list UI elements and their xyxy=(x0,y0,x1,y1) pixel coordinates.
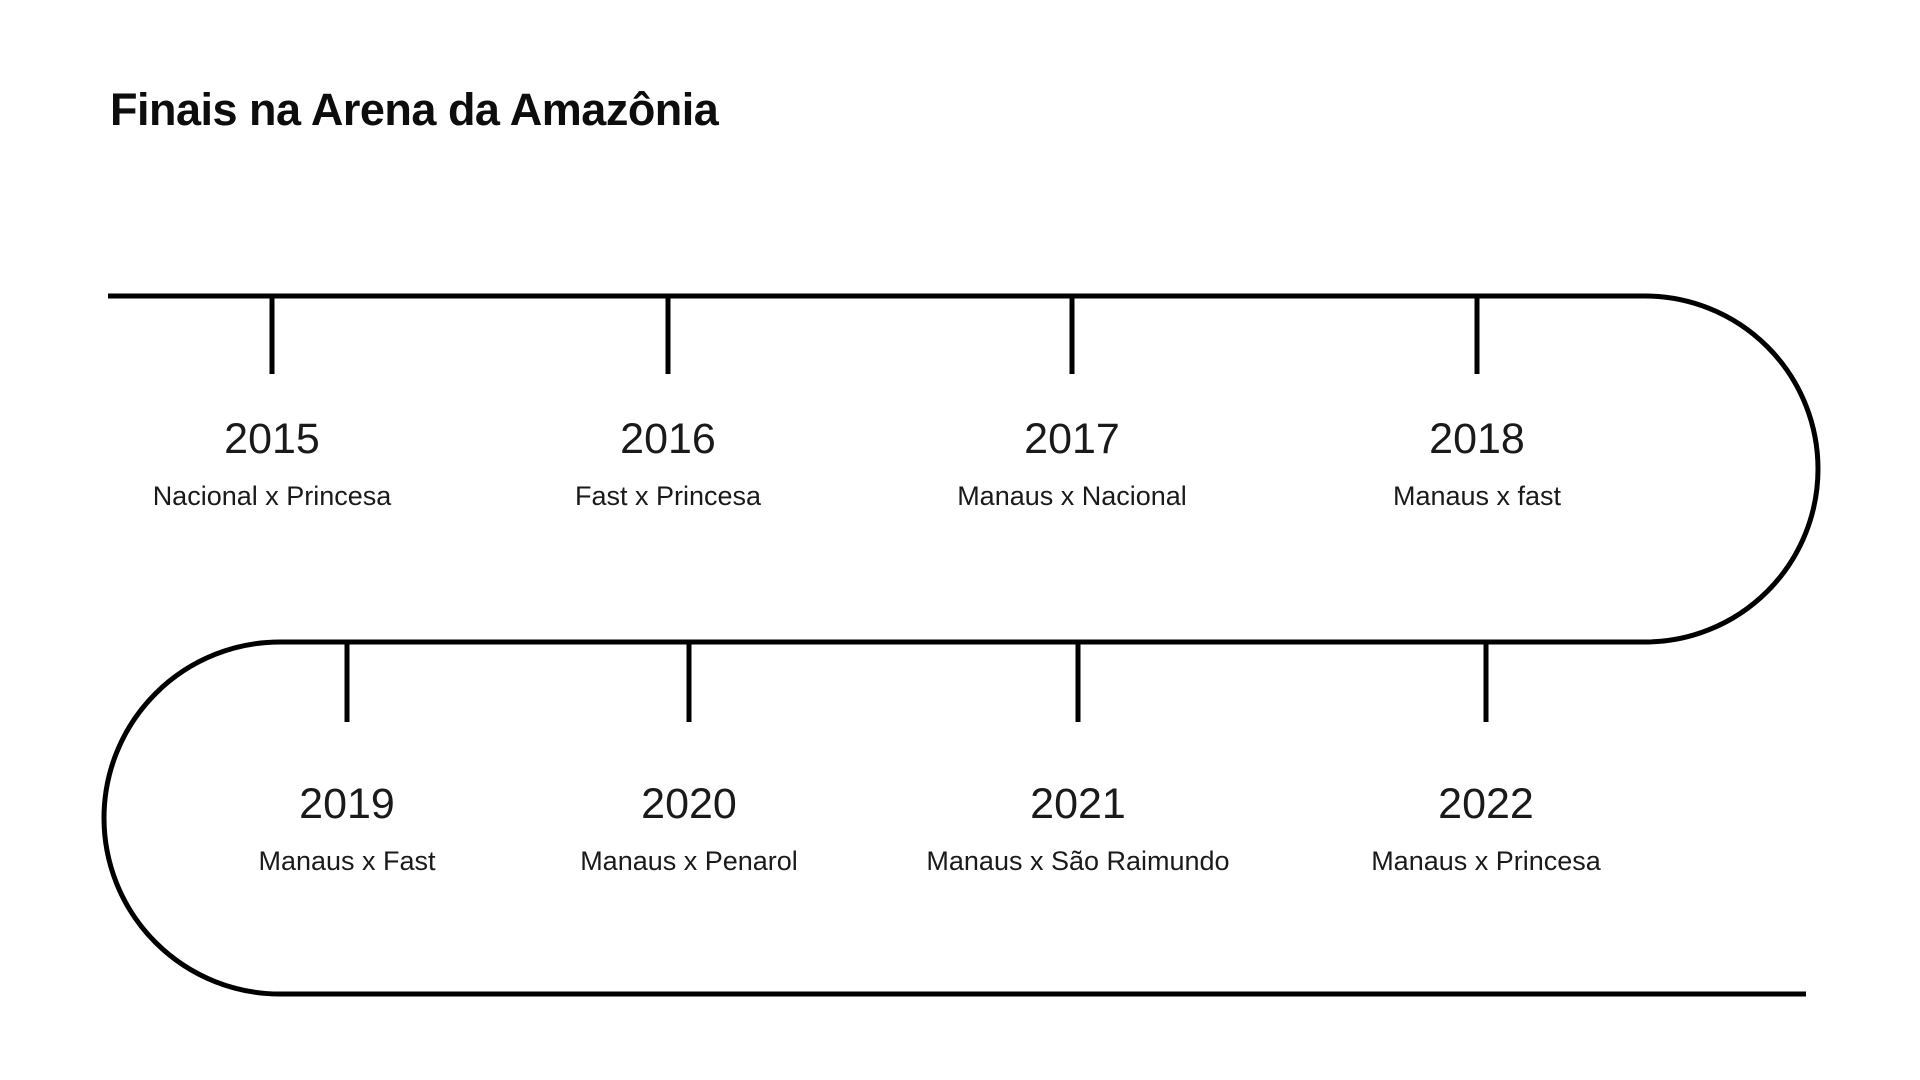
entry-match: Manaus x São Raimundo xyxy=(926,846,1230,876)
entry-match: Fast x Princesa xyxy=(574,481,762,511)
entry-year: 2017 xyxy=(1024,415,1120,463)
entry-match: Manaus x fast xyxy=(1392,481,1562,511)
entry-year: 2022 xyxy=(1438,780,1534,828)
entry-match: Manaus x Princesa xyxy=(1371,846,1601,876)
entry-year: 2020 xyxy=(641,780,737,828)
timeline-entry-2022: 2022 Manaus x Princesa xyxy=(1266,783,1706,875)
entry-match: Manaus x Fast xyxy=(258,846,436,876)
entry-year: 2019 xyxy=(299,780,395,828)
entry-year: 2016 xyxy=(620,415,716,463)
entry-year: 2018 xyxy=(1429,415,1525,463)
entry-match: Nacional x Princesa xyxy=(152,481,392,511)
timeline-entry-2016: 2016 Fast x Princesa xyxy=(448,418,888,510)
entry-match: Manaus x Nacional xyxy=(957,481,1187,511)
entry-year: 2021 xyxy=(1030,780,1126,828)
timeline-entry-2019: 2019 Manaus x Fast xyxy=(127,783,567,875)
timeline-entry-2018: 2018 Manaus x fast xyxy=(1257,418,1697,510)
timeline-path xyxy=(101,293,1821,997)
timeline-entry-2020: 2020 Manaus x Penarol xyxy=(469,783,909,875)
entry-year: 2015 xyxy=(224,415,320,463)
timeline-entry-2017: 2017 Manaus x Nacional xyxy=(852,418,1292,510)
entry-match: Manaus x Penarol xyxy=(580,846,798,876)
page-title: Finais na Arena da Amazônia xyxy=(110,84,719,135)
timeline-entry-2015: 2015 Nacional x Princesa xyxy=(52,418,492,510)
timeline-entry-2021: 2021 Manaus x São Raimundo xyxy=(858,783,1298,875)
